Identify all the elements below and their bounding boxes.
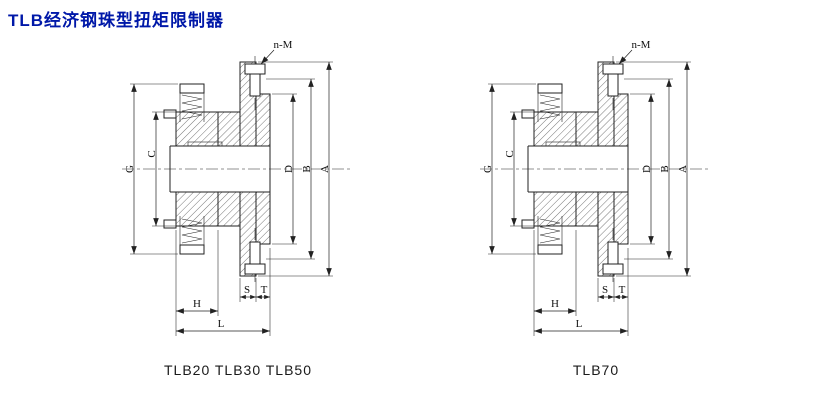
dim-label-d: D [283,165,295,173]
dim-label-nm: n-M [632,39,651,51]
dim-label-nm: n-M [274,39,293,51]
dim-label-c: C [504,150,516,157]
dim-label-h: H [193,298,201,310]
dim-label-a: A [677,165,689,173]
figure-caption-tlb20-30-50: TLB20 TLB30 TLB50 [163,362,313,378]
dim-label-b: B [659,165,671,172]
page-title: TLB经济钢珠型扭矩限制器 [8,11,225,30]
technical-drawing-tlb20-30-50: n-M G C D B A H L S T [118,39,358,344]
dim-label-g: G [482,165,494,173]
dim-label-c: C [146,150,158,157]
dim-label-l: L [576,318,583,330]
dim-label-t: T [261,284,268,296]
dim-label-l: L [218,318,225,330]
dim-label-a: A [319,165,331,173]
dim-label-s: S [602,284,608,296]
dim-label-b: B [301,165,313,172]
figure-caption-tlb70: TLB70 [572,362,620,378]
dim-label-h: H [551,298,559,310]
dim-label-t: T [619,284,626,296]
dim-label-s: S [244,284,250,296]
dim-label-d: D [641,165,653,173]
dim-label-g: G [124,165,136,173]
technical-drawing-tlb70: n-M G C D B A H L S T [476,39,716,344]
